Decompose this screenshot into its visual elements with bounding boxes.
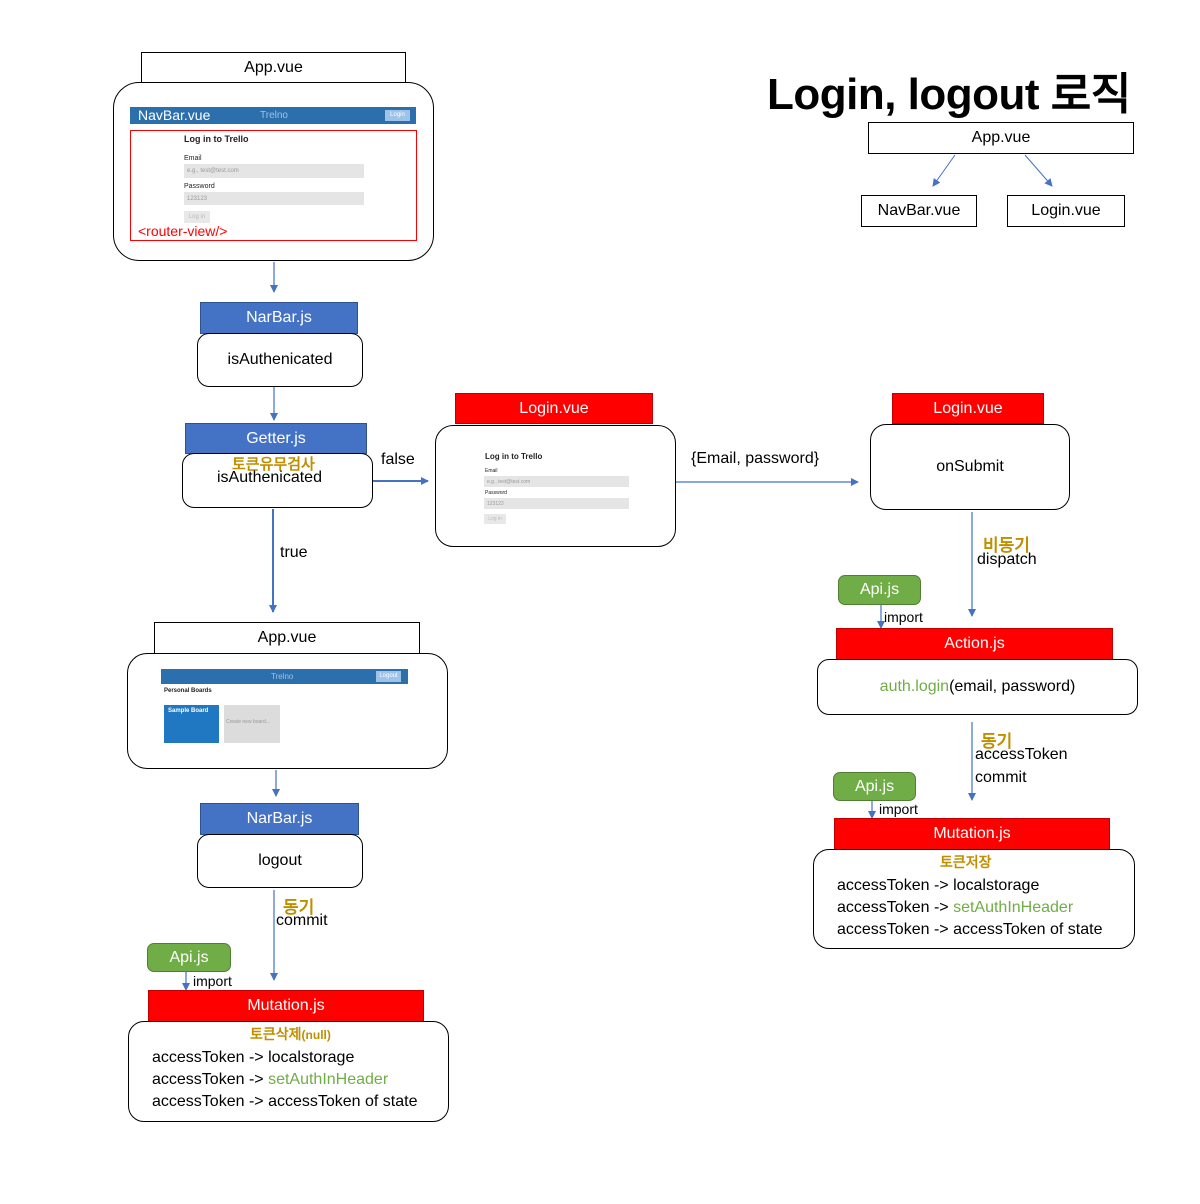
left-sync-label: 동기 [283, 898, 315, 917]
right-import-label-1: import [884, 609, 923, 625]
mini-new-board-label: Create new board... [226, 719, 270, 725]
onsubmit-box: onSubmit [870, 424, 1070, 510]
middle-submit-button[interactable]: Log in [484, 514, 506, 524]
legend-root-app: App.vue [868, 122, 1134, 154]
left-mutation-header: Mutation.js [148, 990, 424, 1022]
right-commit-label: commit [975, 769, 1027, 786]
mini-password-label: Password [184, 183, 215, 190]
right-import-label-2: import [879, 801, 918, 817]
right-api-js-pill-2: Api.js [833, 772, 916, 801]
payload-label: {Email, password} [691, 450, 820, 467]
right-async-label: 비동기 [983, 536, 1030, 555]
legend-login: Login.vue [1007, 195, 1125, 227]
right-mutation-line: accessToken -> accessToken of state [837, 921, 1103, 938]
getter-js-header: Getter.js [185, 423, 367, 454]
left-api-js-pill: Api.js [147, 943, 231, 972]
mini-submit-button[interactable]: Log in [184, 211, 210, 223]
mini-navbar: NavBar.vue Trelno Login [130, 107, 416, 124]
mini-sample-board-label: Sample Board [168, 708, 209, 714]
right-api-js-pill-1: Api.js [838, 575, 921, 605]
left-mutation-lines: accessToken -> localstorage accessToken … [152, 1047, 417, 1113]
router-view-frame [130, 130, 417, 241]
right-mutation-line: accessToken -> setAuthInHeader [837, 899, 1074, 916]
mini-brand-2: Trelno [271, 672, 294, 681]
mini-email-label: Email [184, 155, 202, 162]
action-js-box: auth.login(email, password) [817, 659, 1138, 715]
mini-brand: Trelno [260, 110, 288, 121]
mini-email-input[interactable]: e.g., test@test.com [184, 164, 364, 178]
mini-password-input[interactable]: 123123 [184, 192, 364, 205]
middle-password-label: Password [485, 490, 507, 496]
mini-new-board[interactable]: Create new board... [224, 705, 280, 743]
right-mutation-note: 토큰저장 [940, 854, 992, 870]
right-accesstoken-label: accessToken [975, 746, 1068, 763]
left-mutation-note: 토큰삭제(null) [250, 1024, 331, 1044]
right-mutation-line: accessToken -> localstorage [837, 877, 1040, 894]
true-label: true [280, 544, 308, 561]
mini-boards-title: Personal Boards [164, 688, 212, 694]
right-dispatch-label: dispatch [977, 551, 1037, 568]
mini-navbar-title: NavBar.vue [138, 107, 211, 123]
mini-sample-board[interactable]: Sample Board [164, 705, 219, 743]
mini-navbar-2: Trelno Logout [161, 669, 408, 684]
right-mutation-box: 토큰저장 accessToken -> localstorage accessT… [813, 849, 1135, 949]
action-args: (email, password) [949, 678, 1076, 695]
getter-note: 토큰유무검사 [232, 456, 315, 473]
navbar-logout-box: logout [197, 834, 363, 888]
getter-body: isAuthenicated [217, 469, 322, 486]
middle-email-input[interactable]: e.g., test@test.com [484, 476, 629, 487]
left-mutation-line: accessToken -> accessToken of state [152, 1093, 418, 1110]
navbar-js-isauth-box: isAuthenicated [197, 333, 363, 387]
diagram-title: Login, logout 로직 [767, 70, 1131, 119]
false-label: false [381, 451, 415, 468]
getter-js-box [182, 453, 373, 508]
mini-login-button[interactable]: Login [385, 110, 410, 121]
middle-form-title: Log in to Trello [485, 452, 543, 461]
right-mutation-lines: accessToken -> localstorage accessToken … [837, 875, 1102, 941]
legend-arrow-right [1024, 154, 1053, 187]
action-js-header: Action.js [836, 628, 1113, 660]
left-mutation-line: accessToken -> setAuthInHeader [152, 1071, 389, 1088]
right-mutation-header: Mutation.js [834, 818, 1110, 850]
mini-form-title: Log in to Trello [184, 134, 249, 144]
left-import-label: import [193, 973, 232, 989]
router-view-label: <router-view/> [138, 223, 228, 239]
left-mutation-box: 토큰삭제(null) accessToken -> localstorage a… [128, 1021, 449, 1122]
app-vue-label: App.vue [141, 52, 406, 83]
navbar-js-header-2: NarBar.js [200, 803, 359, 835]
navbar-js-header: NarBar.js [200, 302, 358, 334]
right-login-header: Login.vue [892, 393, 1044, 424]
right-sync-label: 동기 [981, 732, 1013, 751]
action-auth-login: auth.login [879, 678, 950, 695]
middle-password-input[interactable]: 123123 [484, 498, 629, 509]
middle-login-header: Login.vue [455, 393, 653, 424]
left-commit-label: commit [276, 912, 328, 929]
legend-arrow-left [932, 154, 956, 187]
app-vue-label-2: App.vue [154, 622, 420, 654]
middle-email-label: Email [485, 468, 498, 474]
left-mutation-note-main: 토큰삭제 [250, 1026, 302, 1042]
legend-navbar: NavBar.vue [861, 195, 977, 227]
left-mutation-line: accessToken -> localstorage [152, 1049, 355, 1066]
left-mutation-note-sub: (null) [301, 1028, 331, 1042]
mini-logout-button[interactable]: Logout [376, 671, 401, 682]
